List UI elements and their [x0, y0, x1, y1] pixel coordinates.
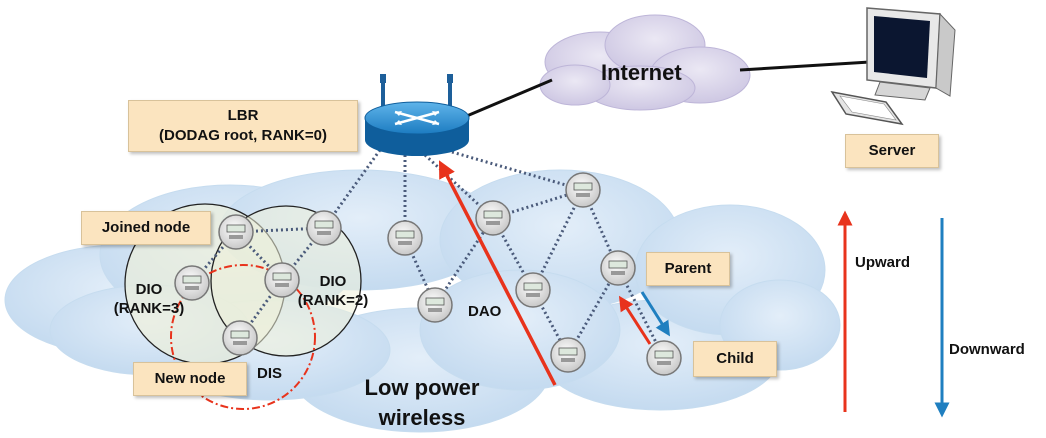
dis-range — [170, 264, 316, 410]
meter-rank3-icon — [174, 265, 210, 301]
meter-parent-icon — [600, 250, 636, 286]
lbr-label-line1: LBR — [227, 107, 259, 124]
upward-label: Upward — [855, 254, 911, 271]
dio-rank2-line2: (RANK=2) — [297, 292, 369, 309]
meter-rank2-icon — [264, 262, 300, 298]
parent-label: Parent — [646, 252, 730, 286]
meter-icon — [475, 200, 511, 236]
new-node-label: New node — [133, 362, 247, 396]
meter-new-node-icon — [222, 320, 258, 356]
server-label: Server — [845, 134, 939, 168]
dao-label: DAO — [468, 303, 502, 320]
meter-joined-node-icon — [218, 214, 254, 250]
low-power-wireless-label: Low power wireless — [342, 373, 502, 433]
smart-meters — [174, 172, 682, 376]
low-power-line2: wireless — [378, 405, 466, 430]
meter-icon — [565, 172, 601, 208]
meter-icon — [417, 287, 453, 323]
meter-icon — [550, 337, 586, 373]
dao-arrow — [438, 160, 557, 386]
parent-to-child-arrow — [640, 291, 671, 337]
dio-rank2-line1: DIO — [319, 273, 347, 290]
dis-label: DIS — [257, 365, 283, 382]
meter-child-icon — [646, 340, 682, 376]
router-icon — [364, 74, 470, 156]
downward-label: Downward — [949, 341, 1025, 358]
dio-rank3-label: DIO (RANK=3) — [103, 280, 195, 318]
joined-node-label: Joined node — [81, 211, 211, 245]
meter-icon — [515, 272, 551, 308]
server-computer-icon — [830, 7, 956, 126]
lbr-label: LBR (DODAG root, RANK=0) — [128, 100, 358, 152]
dio-rank3-line2: (RANK=3) — [113, 300, 185, 317]
dio-rank3-line1: DIO — [135, 281, 163, 298]
internet-cloud — [539, 14, 751, 111]
low-power-line1: Low power — [364, 375, 480, 400]
dio-rank2-label: DIO (RANK=2) — [287, 272, 379, 310]
wired-links — [461, 60, 871, 120]
child-label: Child — [693, 341, 777, 377]
child-to-parent-arrow — [618, 295, 652, 345]
meter-icon — [306, 210, 342, 246]
lbr-label-line2: (DODAG root, RANK=0) — [159, 127, 327, 144]
internet-label: Internet — [601, 60, 682, 85]
meter-icon — [387, 220, 423, 256]
